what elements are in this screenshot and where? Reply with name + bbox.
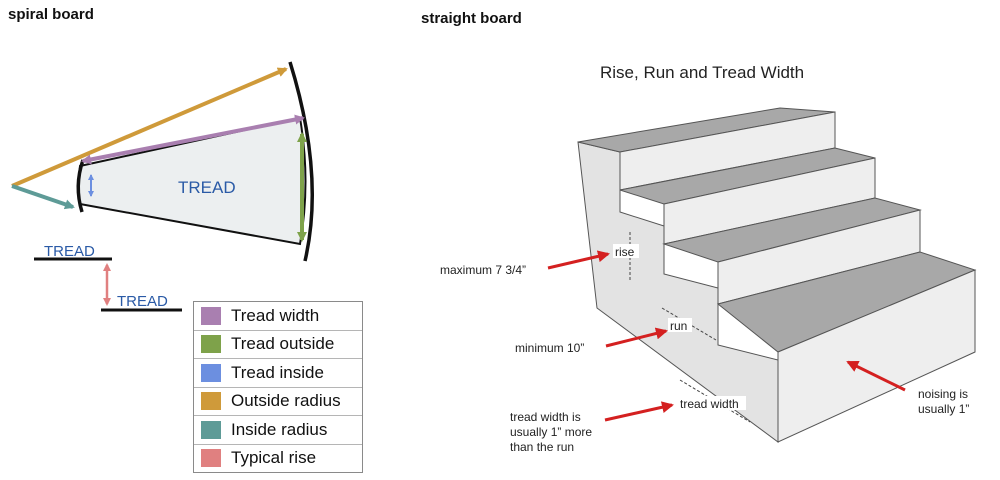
legend-item: Inside radius [194, 416, 362, 445]
legend-swatch [201, 392, 221, 411]
upper-tread-label: TREAD [44, 243, 95, 260]
legend-item: Tread outside [194, 331, 362, 359]
tread-width-annotation-1: tread width is [510, 410, 581, 424]
step-1-riser [777, 269, 976, 443]
legend-label: Typical rise [231, 448, 317, 468]
legend-label: Tread width [231, 305, 320, 325]
rise-label: rise [615, 245, 635, 259]
min-run-arrow [605, 327, 668, 348]
straight-board-title: straight board [421, 10, 522, 27]
max-rise-arrow [547, 250, 610, 270]
min-run-annotation: minimum 10” [515, 341, 584, 355]
legend-swatch [201, 306, 221, 325]
legend-swatch [201, 420, 221, 439]
max-rise-annotation: maximum 7 3/4” [440, 263, 526, 277]
legend-item: Tread inside [194, 359, 362, 388]
tread-width-annotation-2: usually 1” more [510, 425, 592, 439]
tread-width-arrow [81, 114, 305, 165]
straight-diagram: Rise, Run and Tread Width rise run tread… [440, 63, 977, 454]
tread-label: TREAD [178, 178, 236, 197]
tread-width-arrow-red [604, 401, 674, 422]
noising-annotation-2: usually 1” [918, 402, 969, 416]
diagram-title: Rise, Run and Tread Width [600, 63, 804, 82]
lower-tread-label: TREAD [117, 293, 168, 310]
spiral-diagram: TREAD TREAD TREAD [11, 61, 314, 312]
legend-item: Outside radius [194, 388, 362, 416]
spiral-board-title: spiral board [8, 6, 94, 23]
run-label: run [670, 319, 687, 333]
legend-label: Tread inside [231, 362, 324, 382]
typical-rise-diagram: TREAD TREAD [34, 243, 182, 312]
legend-label: Tread outside [231, 334, 335, 354]
legend: Tread width Tread outside Tread inside O… [193, 301, 363, 473]
inside-radius-arrow [11, 184, 75, 210]
legend-swatch [201, 449, 221, 468]
tread-width-annotation-3: than the run [510, 440, 574, 454]
legend-item: Typical rise [194, 445, 362, 473]
tread-width-label: tread width [680, 397, 739, 411]
legend-swatch [201, 335, 221, 354]
legend-label: Inside radius [231, 419, 328, 439]
outside-arc [288, 61, 314, 262]
noising-arrow [846, 360, 906, 392]
noising-annotation-1: noising is [918, 387, 968, 401]
legend-label: Outside radius [231, 391, 341, 411]
legend-item: Tread width [194, 302, 362, 331]
legend-swatch [201, 363, 221, 382]
